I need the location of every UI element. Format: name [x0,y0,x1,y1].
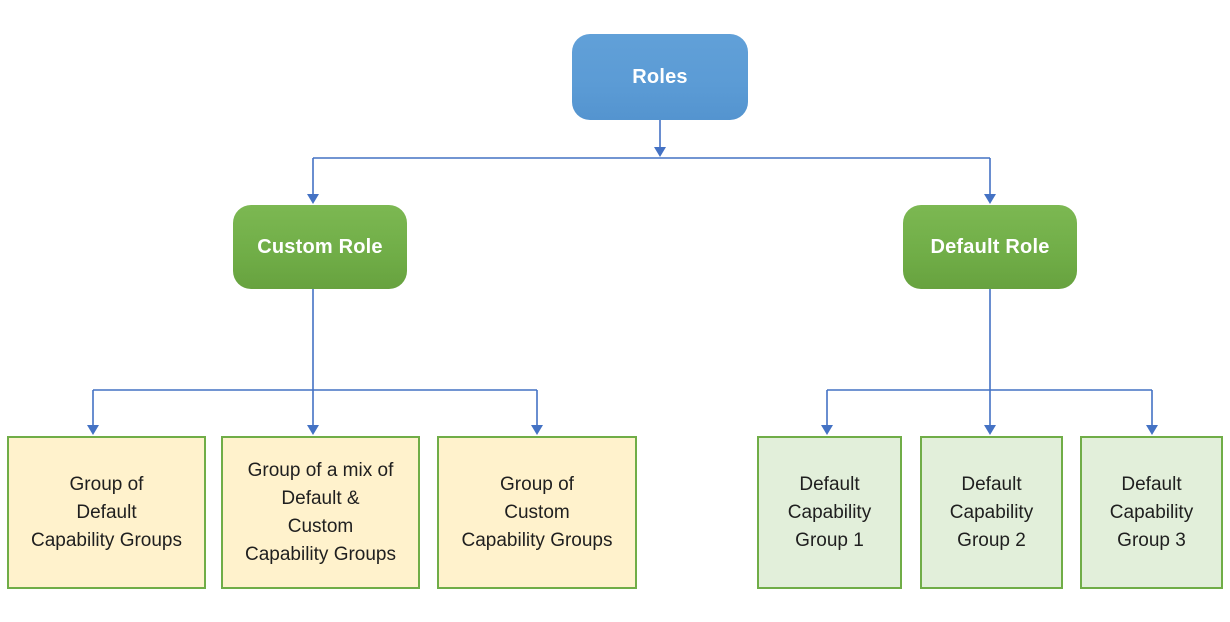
arrowhead-green-2 [984,425,996,435]
arrowhead-green-3 [1146,425,1158,435]
arrowhead-yellow-3 [531,425,543,435]
node-group-custom-capability-groups: Group of Custom Capability Groups [437,436,637,589]
node-group-mixed-capability-groups: Group of a mix of Default & Custom Capab… [221,436,420,589]
leaf-label: Default Capability Group 1 [787,473,872,551]
arrowhead-yellow-2 [307,425,319,435]
node-roles-label: Roles [632,65,688,88]
leaf-label: Group of Default Capability Groups [30,473,183,551]
node-default-capability-group-3: Default Capability Group 3 [1080,436,1223,589]
node-group-default-capability-groups: Group of Default Capability Groups [7,436,206,589]
node-custom-role: Custom Role [233,205,407,289]
leaf-label: Group of a mix of Default & Custom Capab… [244,459,397,565]
leaf-label: Default Capability Group 2 [949,473,1034,551]
node-roles: Roles [572,34,748,120]
leaf-label: Default Capability Group 3 [1109,473,1194,551]
node-default-role-label: Default Role [930,235,1050,258]
node-default-capability-group-1: Default Capability Group 1 [757,436,902,589]
node-default-role: Default Role [903,205,1077,289]
arrowhead-default-role [984,194,996,204]
leaf-label: Group of Custom Capability Groups [461,473,613,551]
arrowhead-custom-role [307,194,319,204]
arrowhead-green-1 [821,425,833,435]
node-custom-role-label: Custom Role [257,235,383,258]
node-default-capability-group-2: Default Capability Group 2 [920,436,1063,589]
arrowhead-yellow-1 [87,425,99,435]
arrowhead-root-stem [654,147,666,157]
